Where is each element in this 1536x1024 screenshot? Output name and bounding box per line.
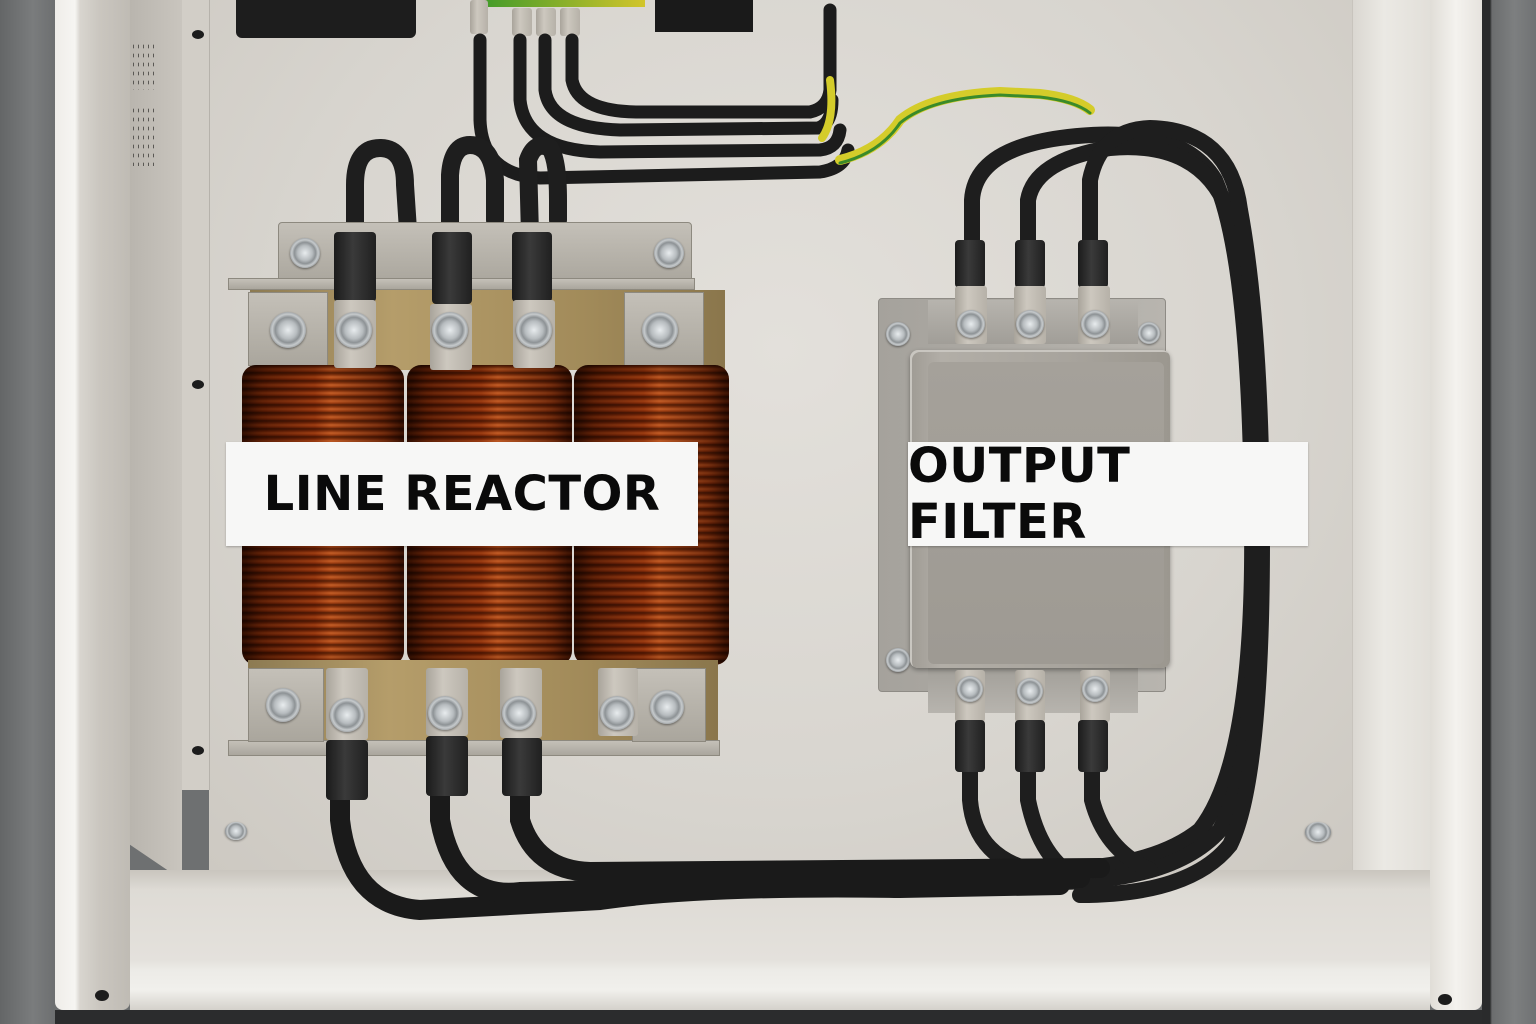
output-filter-label: OUTPUT FILTER (908, 438, 1308, 550)
cabinet-door-left (0, 0, 55, 1024)
terminal-bolt (336, 312, 372, 348)
clamp-bolt (270, 312, 306, 348)
terminal-bolt (502, 696, 536, 730)
terminal-bolt (957, 676, 983, 702)
terminal-bolt (1016, 310, 1044, 338)
vent-slots-lower (131, 106, 157, 166)
cable-sleeve (432, 232, 472, 304)
mounting-rail-left (182, 0, 210, 790)
clamp-bolt (642, 312, 678, 348)
mount-screw (886, 648, 910, 672)
cabinet-base-edge (55, 1010, 1482, 1024)
bracket-screw (290, 238, 320, 268)
cable-sleeve (1078, 720, 1108, 772)
top-terminal-block-right (655, 0, 753, 32)
cable (565, 3, 837, 119)
cable-sleeve (1015, 720, 1045, 772)
panel-screw (225, 822, 247, 840)
cable-sleeve (326, 740, 368, 800)
frame-hole (1438, 994, 1452, 1005)
terminal-bolt (1082, 676, 1108, 702)
cable-sleeve (512, 232, 552, 302)
mount-screw (886, 322, 910, 346)
cable (510, 760, 1110, 883)
cable-loop (346, 138, 417, 244)
cabinet-side-wall-right (1352, 0, 1431, 880)
terminal-lug (470, 0, 488, 34)
terminal-bolt (1017, 678, 1043, 704)
top-terminal-block (236, 0, 416, 38)
output-filter-label-text: OUTPUT FILTER (908, 438, 1131, 550)
cable-sleeve (502, 738, 542, 796)
cable-loop (441, 135, 504, 244)
clamp-bolt (650, 690, 684, 724)
terminal-lug (536, 8, 556, 36)
terminal-bolt (432, 312, 468, 348)
cable-sleeve (426, 736, 468, 796)
line-reactor-label: LINE REACTOR (226, 442, 698, 546)
terminal-bolt (1081, 310, 1109, 338)
terminal-bolt (330, 698, 364, 732)
vent-slots-upper (131, 42, 157, 90)
rail-hole (192, 380, 204, 389)
cabinet-door-right (1482, 0, 1536, 1024)
ground-wire (818, 76, 836, 142)
bracket-screw (654, 238, 684, 268)
terminal-lug (512, 8, 532, 36)
terminal-bolt (428, 696, 462, 730)
terminal-bolt (516, 312, 552, 348)
line-reactor-label-text: LINE REACTOR (263, 466, 661, 522)
cable (513, 33, 847, 159)
frame-hole (95, 990, 109, 1001)
reactor-bottom-flange (228, 740, 720, 756)
cable-sleeve (955, 240, 985, 288)
rail-hole (192, 746, 204, 755)
cable-sleeve (1078, 240, 1108, 288)
cabinet-frame-left (55, 0, 130, 1010)
ground-wire-stripe (838, 93, 1092, 165)
cable-loop (518, 136, 567, 244)
cable (430, 760, 1090, 903)
terminal-bolt (600, 696, 634, 730)
pcb-edge (480, 0, 645, 7)
mount-screw (1138, 322, 1160, 344)
cable-loop (1072, 119, 1271, 903)
cable-sleeve (1015, 240, 1045, 288)
cable (1084, 732, 1158, 878)
terminal-bolt (957, 310, 985, 338)
cable-sleeve (334, 232, 376, 302)
terminal-lug (560, 8, 580, 36)
cabinet-frame-right (1430, 0, 1482, 1010)
ground-wire (835, 86, 1095, 165)
rail-hole (192, 30, 204, 39)
panel-screw (1305, 822, 1331, 842)
cable-sleeve (955, 720, 985, 772)
clamp-bolt (266, 688, 300, 722)
